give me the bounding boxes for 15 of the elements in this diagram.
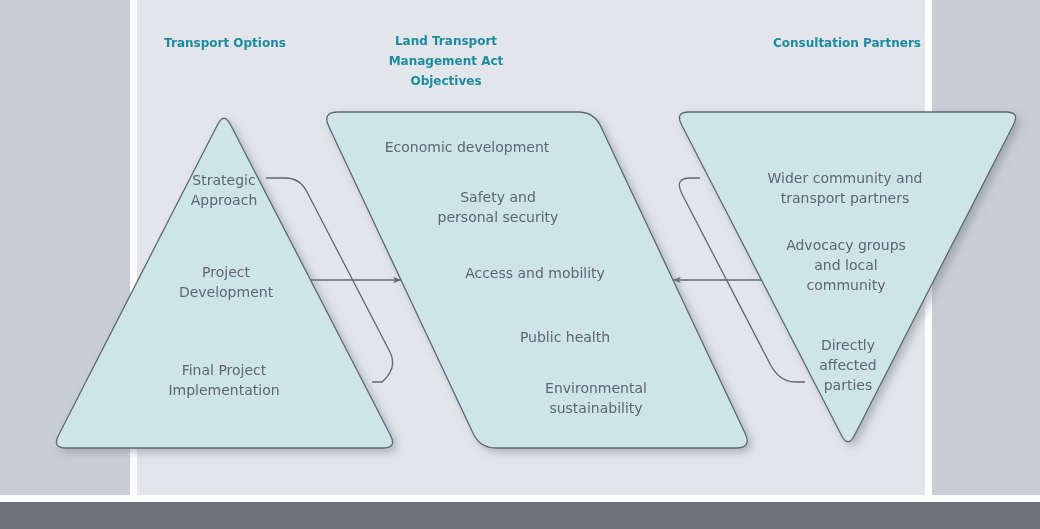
item-text: Wider community and transport partners [766, 169, 924, 208]
item-text: Public health [518, 328, 612, 347]
item-text: Advocacy groups and local community [785, 236, 907, 295]
item-text: Safety and personal security [436, 188, 560, 227]
item-text: Strategic Approach [189, 171, 259, 210]
item-text: Economic development [383, 138, 551, 157]
arrow [672, 276, 763, 284]
column-heading: Land Transport Management Act Objectives [387, 33, 505, 90]
item-text: Project Development [177, 263, 275, 302]
item-text: Environmental sustainability [544, 379, 648, 418]
item-text: Directly affected parties [818, 336, 878, 395]
item-text: Access and mobility [464, 264, 606, 283]
column-heading: Transport Options [163, 35, 287, 52]
item-text: Final Project Implementation [167, 361, 281, 400]
column-heading: Consultation Partners [772, 35, 922, 52]
